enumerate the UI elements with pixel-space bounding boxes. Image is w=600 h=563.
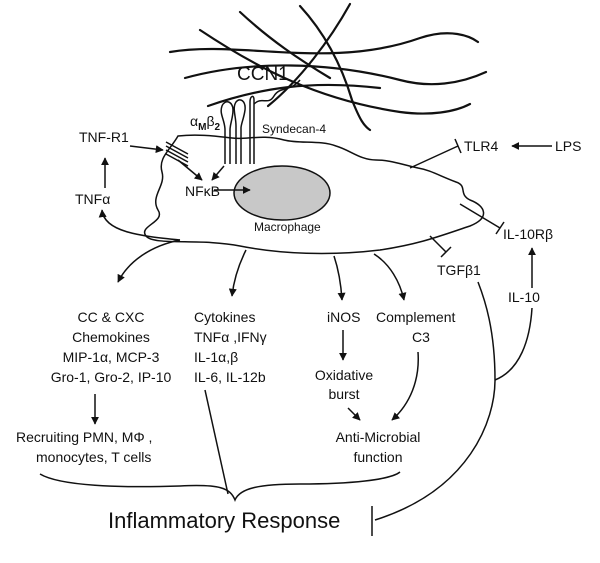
ccn1-label: CCN1 [237, 64, 289, 85]
svg-text:IL-1α,β: IL-1α,β [194, 349, 238, 365]
tgfb1-inhibition [429, 235, 447, 253]
svg-text:function: function [353, 449, 402, 465]
oxidative-burst-block: Oxidative burst [315, 367, 374, 402]
complement-block: Complement C3 [376, 309, 455, 345]
svg-text:Oxidative: Oxidative [315, 367, 374, 383]
chemokines-block: CC & CXC Chemokines MIP-1α, MCP-3 Gro-1,… [51, 309, 172, 385]
tnfr1-to-nfkb-arrow [177, 159, 203, 181]
svg-text:CC & CXC: CC & CXC [78, 309, 145, 325]
syndecan-label: Syndecan-4 [262, 122, 326, 136]
antimicrobial-block: Anti-Microbial function [336, 429, 421, 465]
complement-to-antimicrobial-arrow [391, 351, 419, 421]
macrophage-to-tnfa-arrow [98, 209, 181, 241]
to-chemokines-arrow [117, 239, 181, 283]
macrophage-nucleus [233, 165, 331, 221]
svg-text:monocytes, T cells: monocytes, T cells [36, 449, 151, 465]
il10r-label: IL-10Rβ [503, 226, 553, 242]
response-to-il10-line [494, 307, 533, 381]
tnfa-label: TNFα [75, 191, 110, 207]
il10r-inhibition [459, 203, 501, 229]
macrophage-membrane [143, 134, 485, 255]
svg-text:Cytokines: Cytokines [194, 309, 255, 325]
tnfr1-label: TNF-R1 [79, 129, 129, 145]
cytokines-to-brace-line [204, 389, 229, 495]
il10-label: IL-10 [508, 289, 540, 305]
svg-text:Gro-1, Gro-2, IP-10: Gro-1, Gro-2, IP-10 [51, 369, 172, 385]
tnfr1-arrow [129, 145, 164, 154]
response-brace [39, 471, 401, 502]
response-to-tgfb1-line [374, 281, 496, 521]
to-cytokines-arrow [228, 249, 247, 297]
svg-text:Recruiting PMN, MΦ ,: Recruiting PMN, MΦ , [16, 429, 152, 445]
oxidative-to-antimicrobial-arrow [347, 407, 361, 421]
nfkb-label: NFκB [185, 183, 220, 199]
svg-text:Anti-Microbial: Anti-Microbial [336, 429, 421, 445]
svg-text:MIP-1α, MCP-3: MIP-1α, MCP-3 [63, 349, 160, 365]
to-inos-arrow [333, 255, 346, 301]
svg-text:burst: burst [328, 386, 359, 402]
tnfr1-receptor [165, 141, 189, 167]
macrophage-label: Macrophage [254, 220, 321, 234]
cytokines-block: Cytokines TNFα ,IFNγ IL-1α,β IL-6, IL-12… [194, 309, 267, 385]
ccn1-fibers [168, 2, 488, 132]
svg-text:Complement: Complement [376, 309, 455, 325]
lps-label: LPS [555, 138, 581, 154]
svg-text:Chemokines: Chemokines [72, 329, 150, 345]
tlr4-inhibition [409, 145, 459, 169]
to-complement-arrow [373, 253, 407, 301]
svg-text:C3: C3 [412, 329, 430, 345]
tlr4-label: TLR4 [464, 138, 498, 154]
svg-text:IL-6, IL-12b: IL-6, IL-12b [194, 369, 266, 385]
integrin-to-nfkb-arrow [211, 165, 225, 181]
inflammatory-response-label: Inflammatory Response [108, 508, 340, 533]
inos-label: iNOS [327, 309, 360, 325]
integrin-label: αMβ2 [190, 113, 221, 133]
integrin-receptor [220, 99, 246, 164]
svg-text:TNFα ,IFNγ: TNFα ,IFNγ [194, 329, 267, 345]
recruiting-block: Recruiting PMN, MΦ , monocytes, T cells [16, 429, 152, 465]
syndecan-receptor [249, 79, 301, 164]
tgfb1-label: TGFβ1 [437, 262, 481, 278]
